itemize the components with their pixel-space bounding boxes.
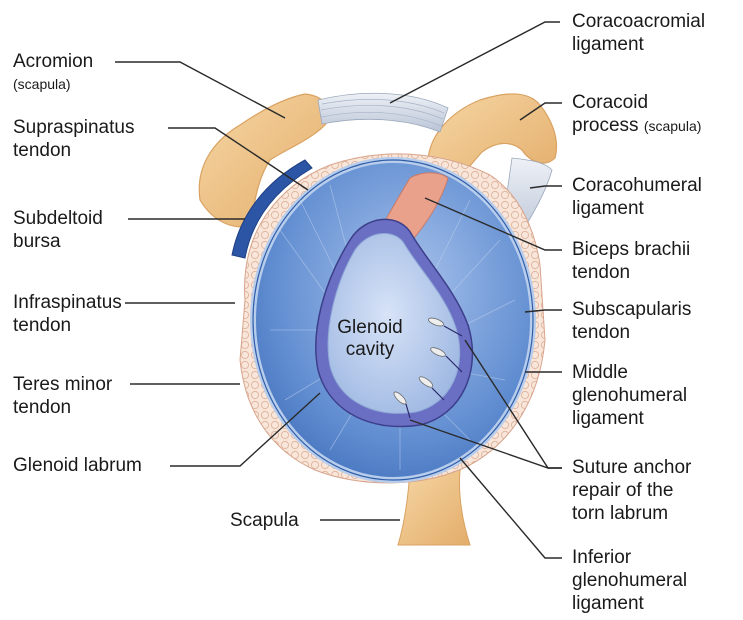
label-middle-glenohumeral: Middle glenohumeral ligament [572, 361, 687, 430]
label-glenoid-cavity-line2: cavity [330, 339, 410, 361]
label-suture-line1: Suture anchor [572, 456, 691, 479]
label-subdeltoid-line1: Subdeltoid [13, 207, 103, 230]
label-biceps-line2: tendon [572, 261, 690, 284]
label-suture-line3: torn labrum [572, 502, 691, 525]
label-coracohumeral-line2: ligament [572, 197, 702, 220]
label-middle-gh-line1: Middle [572, 361, 687, 384]
label-infraspinatus: Infraspinatus tendon [13, 291, 122, 337]
label-glenoid-labrum: Glenoid labrum [13, 454, 142, 477]
label-inferior-glenohumeral: Inferior glenohumeral ligament [572, 546, 687, 615]
label-coracoacromial-line2: ligament [572, 33, 705, 56]
label-coracoid-line2: process (scapula) [572, 114, 701, 138]
label-coracoid-line1: Coracoid [572, 91, 701, 114]
label-inferior-gh-line3: ligament [572, 592, 687, 615]
label-coracohumeral-line1: Coracohumeral [572, 174, 702, 197]
label-coracohumeral: Coracohumeral ligament [572, 174, 702, 220]
label-teres-minor-line2: tendon [13, 396, 112, 419]
label-infraspinatus-line2: tendon [13, 314, 122, 337]
label-biceps-line1: Biceps brachii [572, 238, 690, 261]
label-supraspinatus: Supraspinatus tendon [13, 116, 134, 162]
label-teres-minor-line1: Teres minor [13, 373, 112, 396]
label-subdeltoid: Subdeltoid bursa [13, 207, 103, 253]
label-infraspinatus-line1: Infraspinatus [13, 291, 122, 314]
label-teres-minor: Teres minor tendon [13, 373, 112, 419]
label-glenoid-cavity: Glenoid cavity [330, 317, 410, 361]
label-acromion-title: Acromion [13, 50, 93, 73]
label-glenoid-cavity-line1: Glenoid [330, 317, 410, 339]
label-suture-line2: repair of the [572, 479, 691, 502]
label-supraspinatus-line1: Supraspinatus [13, 116, 134, 139]
label-biceps: Biceps brachii tendon [572, 238, 690, 284]
label-scapula-line1: Scapula [230, 509, 299, 532]
label-coracoid-scapula: (scapula) [644, 118, 702, 134]
label-subscapularis-line2: tendon [572, 321, 691, 344]
label-scapula: Scapula [230, 509, 299, 532]
label-subdeltoid-line2: bursa [13, 230, 103, 253]
label-coracoacromial-line1: Coracoacromial [572, 10, 705, 33]
label-middle-gh-line2: glenohumeral [572, 384, 687, 407]
label-inferior-gh-line2: glenohumeral [572, 569, 687, 592]
label-acromion: Acromion (scapula) [13, 50, 93, 96]
label-suture-anchor: Suture anchor repair of the torn labrum [572, 456, 691, 525]
label-middle-gh-line3: ligament [572, 407, 687, 430]
label-coracoacromial: Coracoacromial ligament [572, 10, 705, 56]
label-subscapularis: Subscapularis tendon [572, 298, 691, 344]
label-coracoid: Coracoid process (scapula) [572, 91, 701, 138]
label-acromion-sub: (scapula) [13, 73, 93, 96]
label-subscapularis-line1: Subscapularis [572, 298, 691, 321]
label-coracoid-process: process [572, 115, 639, 136]
label-supraspinatus-line2: tendon [13, 139, 134, 162]
label-glenoid-labrum-line1: Glenoid labrum [13, 454, 142, 477]
label-inferior-gh-line1: Inferior [572, 546, 687, 569]
